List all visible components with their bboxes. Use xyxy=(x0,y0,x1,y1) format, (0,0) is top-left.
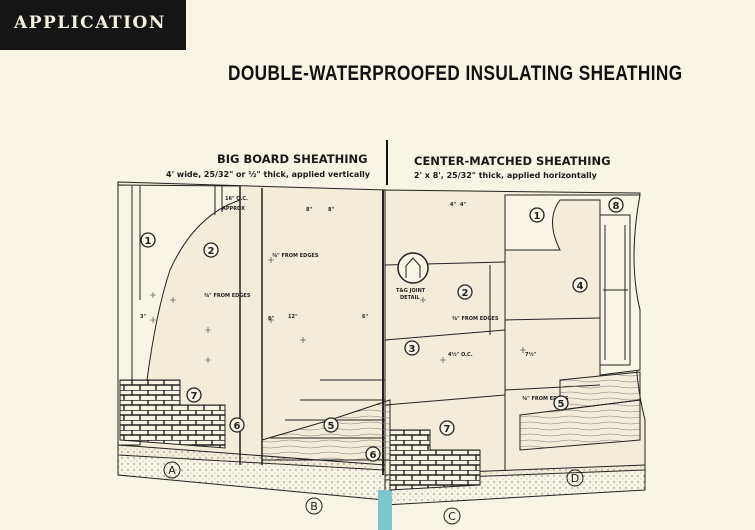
left-panel-description: 4' wide, 25/32" or ½" thick, applied ver… xyxy=(166,170,370,179)
svg-text:7½": 7½" xyxy=(525,351,537,358)
section-a: A xyxy=(163,461,181,479)
callout-2: 2 xyxy=(203,242,219,258)
svg-text:6: 6 xyxy=(234,421,241,432)
svg-text:8": 8" xyxy=(306,207,312,213)
svg-text:8": 8" xyxy=(328,207,334,213)
section-letters: A B C D xyxy=(163,461,584,525)
section-label: APPLICATION xyxy=(14,13,166,33)
svg-text:2: 2 xyxy=(208,246,215,257)
svg-text:5: 5 xyxy=(558,399,565,410)
svg-text:T&G JOINT: T&G JOINT xyxy=(396,288,426,294)
callout-5: 5 xyxy=(323,417,339,433)
brick-veneer-left xyxy=(119,379,226,449)
svg-text:6": 6" xyxy=(268,316,274,322)
svg-text:6": 6" xyxy=(362,314,368,320)
section-b: B xyxy=(305,497,323,515)
svg-text:4": 4" xyxy=(460,202,466,208)
brick-veneer-right xyxy=(389,429,481,491)
svg-text:1: 1 xyxy=(534,211,541,222)
svg-text:APPROX: APPROX xyxy=(222,206,245,212)
page-title: DOUBLE-WATERPROOFED INSULATING SHEATHING xyxy=(228,62,683,85)
svg-text:D: D xyxy=(571,472,579,485)
callout-6b: 6 xyxy=(365,446,381,462)
callout-3: 3 xyxy=(404,340,420,356)
svg-text:12": 12" xyxy=(288,314,298,320)
section-d: D xyxy=(566,469,584,487)
svg-text:B: B xyxy=(310,500,318,513)
svg-text:⅜" FROM EDGES: ⅜" FROM EDGES xyxy=(522,396,569,402)
callout-7: 7 xyxy=(186,387,202,403)
callout-5b: 5 xyxy=(553,395,569,411)
svg-text:⅜" FROM EDGES: ⅜" FROM EDGES xyxy=(204,293,251,299)
svg-text:DETAIL: DETAIL xyxy=(400,295,420,301)
svg-text:6: 6 xyxy=(370,450,377,461)
callout-2b: 2 xyxy=(457,284,473,300)
svg-text:4½" O.C.: 4½" O.C. xyxy=(448,351,473,358)
svg-text:7: 7 xyxy=(444,424,451,435)
dimension-labels: 16" O.C. APPROX 8" 8" ⅜" FROM EDGES ⅜" F… xyxy=(140,196,569,402)
svg-text:1: 1 xyxy=(145,236,152,247)
svg-text:⅜" FROM EDGES: ⅜" FROM EDGES xyxy=(452,316,499,322)
svg-text:8: 8 xyxy=(613,201,620,212)
svg-text:A: A xyxy=(168,464,176,477)
svg-text:2: 2 xyxy=(462,288,469,299)
tg-joint-detail-icon xyxy=(397,252,429,284)
nail-marks xyxy=(150,257,526,363)
callout-8: 8 xyxy=(608,197,624,213)
svg-text:7: 7 xyxy=(191,391,198,402)
svg-text:4": 4" xyxy=(450,202,456,208)
callout-1b: 1 xyxy=(529,207,545,223)
right-panel-heading: CENTER-MATCHED SHEATHING xyxy=(414,154,611,168)
svg-text:4: 4 xyxy=(577,281,584,292)
accent-strip xyxy=(378,490,392,530)
right-panel-description: 2' x 8', 25/32" thick, applied horizonta… xyxy=(414,171,597,180)
svg-text:3": 3" xyxy=(140,314,146,320)
svg-text:5: 5 xyxy=(328,421,335,432)
callout-markers: 1 1 2 2 3 4 5 5 6 6 7 7 8 xyxy=(140,197,624,462)
left-panel-heading: BIG BOARD SHEATHING xyxy=(217,152,368,166)
callout-1: 1 xyxy=(140,232,156,248)
section-c: C xyxy=(443,507,461,525)
svg-text:16" O.C.: 16" O.C. xyxy=(225,196,248,202)
svg-text:3: 3 xyxy=(409,344,416,355)
callout-6: 6 xyxy=(229,417,245,433)
svg-text:⅜" FROM EDGES: ⅜" FROM EDGES xyxy=(272,253,319,259)
callout-7b: 7 xyxy=(439,420,455,436)
svg-text:C: C xyxy=(448,510,456,523)
section-header-box: APPLICATION xyxy=(0,0,186,50)
callout-4: 4 xyxy=(572,277,588,293)
